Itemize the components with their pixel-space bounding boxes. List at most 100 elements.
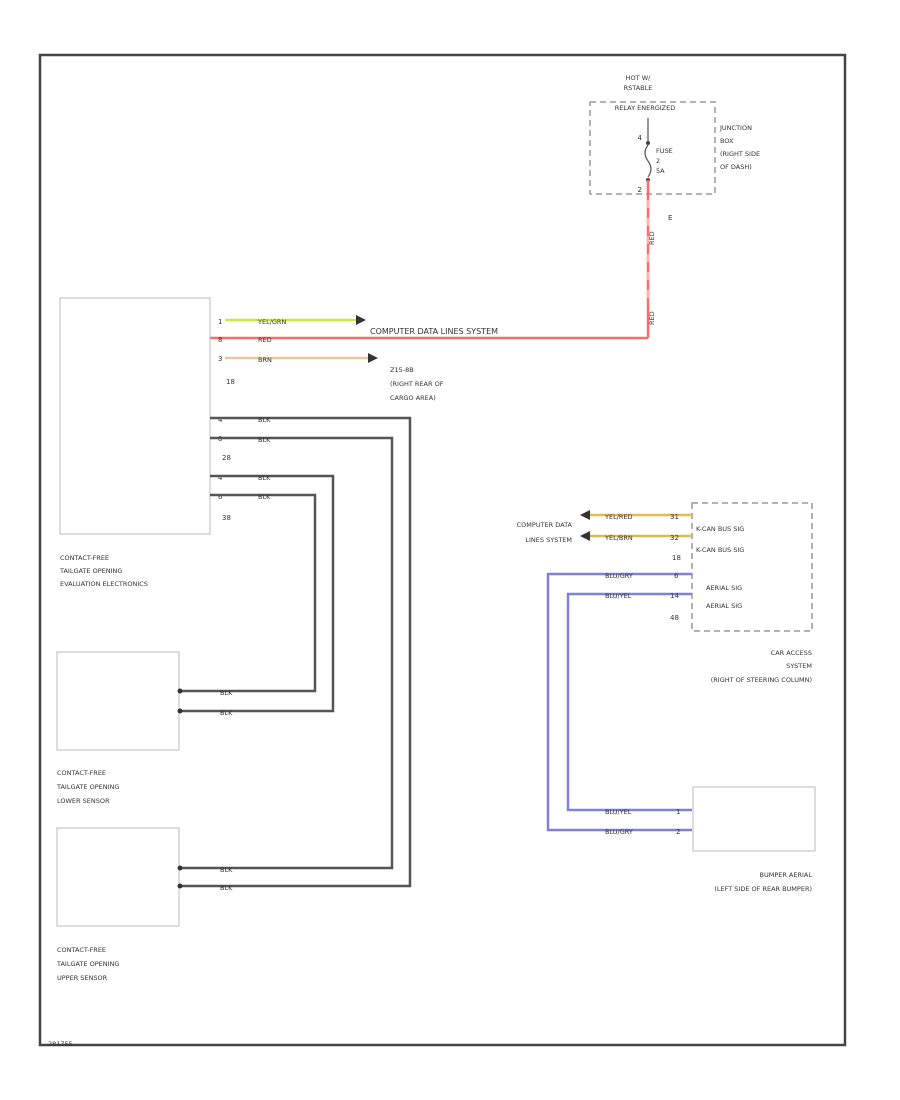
- blu-gry-wire: [546, 572, 692, 832]
- computer-data-lines-label: COMPUTER DATA LINES SYSTEM: [370, 327, 498, 336]
- junction-box-name-1: JUNCTION: [719, 124, 752, 132]
- blk-label-1: BLK: [258, 416, 271, 424]
- car-access-name-2: SYSTEM: [786, 662, 812, 670]
- blk-label-3: BLK: [258, 474, 271, 482]
- hot-line1: HOT W/: [626, 74, 651, 82]
- computer-data-1: COMPUTER DATA: [517, 521, 573, 529]
- blu-yel-wire: [566, 592, 692, 812]
- bumper-aerial-name-2: (LEFT SIDE OF REAR BUMPER): [714, 885, 812, 893]
- can-bus-wires: COMPUTER DATA LINES SYSTEM YEL/RED 31 K-…: [517, 510, 744, 562]
- upper-sensor-name-1: CONTACT-FREE: [57, 946, 106, 954]
- ground-label-1: Z15-8B: [390, 366, 414, 374]
- ground-label-2: (RIGHT REAR OF: [390, 380, 444, 388]
- eval-top-connector: 18: [226, 378, 235, 386]
- computer-data-2: LINES SYSTEM: [525, 536, 572, 544]
- eval-pin-8: 8: [218, 336, 222, 344]
- can-pin-31: 31: [670, 513, 679, 521]
- can-connector: 18: [672, 554, 681, 562]
- yel-grn-arrow: [356, 315, 366, 325]
- blk-wire-lower-1: [180, 474, 335, 713]
- lower-wire-label-2: BLK: [220, 709, 233, 717]
- red-power-wire: E RED RED COMPUTER DATA LINES SYSTEM: [210, 180, 672, 340]
- fuse-number: 2: [656, 157, 660, 165]
- blk-wire-upper-1: [180, 416, 412, 888]
- blu-gry-label: BLU/GRY: [605, 572, 633, 580]
- brn-arrow: [368, 353, 378, 363]
- lower-sensor-name-3: LOWER SENSOR: [57, 797, 110, 805]
- hot-line2: RSTABLE: [624, 84, 653, 92]
- upper-sensor-name-2: TAILGATE OPENING: [56, 960, 119, 968]
- red-wire-label-1: RED: [648, 231, 656, 245]
- upper-sensor-pin-1: [177, 865, 183, 871]
- lower-wire-label-1: BLK: [220, 689, 233, 697]
- bumper-aerial-name-1: BUMPER AERIAL: [760, 871, 813, 879]
- upper-wire-label-2: BLK: [220, 884, 233, 892]
- blk-wire-upper-2: [180, 436, 394, 870]
- evaluation-name-3: EVALUATION ELECTRONICS: [60, 580, 148, 588]
- diagram-frame: [38, 53, 847, 1047]
- bumper-wire-label-1: BLU/YEL: [605, 808, 632, 816]
- yel-brn-arrow: [580, 531, 590, 541]
- car-access-module: [691, 502, 813, 632]
- eval-bottom-conn-2: 38: [222, 514, 231, 522]
- junction-box-name-2: BOX: [720, 137, 734, 145]
- car-access-name-3: (RIGHT OF STEERING COLUMN): [711, 676, 812, 684]
- lower-sensor-name-1: CONTACT-FREE: [57, 769, 106, 777]
- bumper-pin-2: 2: [676, 828, 680, 836]
- aerial-pin-14: 14: [670, 592, 679, 600]
- red-wire-label-2: RED: [648, 311, 656, 325]
- junction-box-name-3: (RIGHT SIDE: [720, 150, 760, 158]
- evaluation-name-2: TAILGATE OPENING: [59, 567, 122, 575]
- blk-label-4: BLK: [258, 493, 271, 501]
- eval-bottom-pin-4: 6: [218, 493, 223, 501]
- aerial-pin-6: 6: [674, 572, 679, 580]
- blu-yel-label: BLU/YEL: [605, 592, 632, 600]
- connector-e: E: [668, 214, 672, 222]
- fuse-pin-bottom: 2: [638, 186, 642, 194]
- junction-box-name-4: OF DASH): [720, 163, 752, 171]
- bumper-pin-1: 1: [676, 808, 680, 816]
- yel-brn-label: YEL/BRN: [604, 534, 633, 542]
- yel-red-label: YEL/RED: [604, 513, 633, 521]
- blk-wire-lower-2: [180, 493, 317, 693]
- bumper-aerial-module: [692, 786, 816, 852]
- lower-sensor-pin-1: [177, 688, 183, 694]
- eval-bottom-wires: 4 8 28 4 6 38 BLK BLK BLK BLK: [180, 416, 412, 888]
- lower-sensor-name-2: TAILGATE OPENING: [56, 783, 119, 791]
- red-wire-eval-label: RED: [258, 336, 272, 344]
- upper-sensor-module: [56, 827, 180, 927]
- lower-sensor-module: [56, 651, 180, 751]
- can-signal-2: K-CAN BUS SIG: [696, 546, 744, 554]
- upper-wire-label-1: BLK: [220, 866, 233, 874]
- evaluation-electronics-module: [59, 297, 211, 535]
- hot-line3: RELAY ENERGIZED: [615, 104, 675, 112]
- bumper-wire-label-2: BLU/GRY: [605, 828, 633, 836]
- aerial-wires: BLU/GRY BLU/YEL 6 14 AERIAL SIG AERIAL S…: [546, 572, 742, 836]
- eval-bottom-conn-1: 28: [222, 454, 231, 462]
- upper-sensor-pin-2: [177, 883, 183, 889]
- aerial-connector: 48: [670, 614, 679, 622]
- evaluation-name-1: CONTACT-FREE: [60, 554, 109, 562]
- brn-wire-label: BRN: [258, 356, 272, 364]
- yel-red-arrow: [580, 510, 590, 520]
- lower-sensor-pin-2: [177, 708, 183, 714]
- fuse-node-top: [646, 141, 650, 145]
- can-pin-32: 32: [670, 534, 679, 542]
- aerial-signal-2: AERIAL SIG: [706, 602, 742, 610]
- can-signal-1: K-CAN BUS SIG: [696, 525, 744, 533]
- fuse-symbol: [644, 144, 652, 178]
- upper-sensor-name-3: UPPER SENSOR: [57, 974, 108, 982]
- eval-pin-1: 1: [218, 318, 222, 326]
- eval-bottom-pin-3: 4: [218, 474, 223, 482]
- blk-label-2: BLK: [258, 436, 271, 444]
- aerial-signal-1: AERIAL SIG: [706, 584, 742, 592]
- fuse-amps: 5A: [656, 167, 665, 175]
- eval-bottom-pin-1: 4: [218, 416, 223, 424]
- car-access-name-1: CAR ACCESS: [771, 649, 812, 657]
- ground-label-3: CARGO AREA): [390, 394, 436, 402]
- eval-top-wires: 1 8 3 18 YEL/GRN RED BRN Z15-8B (RIGHT R…: [218, 315, 444, 402]
- eval-pin-3: 3: [218, 355, 222, 363]
- yel-grn-wire-label: YEL/GRN: [257, 318, 286, 326]
- fuse-pin-top: 4: [638, 134, 643, 142]
